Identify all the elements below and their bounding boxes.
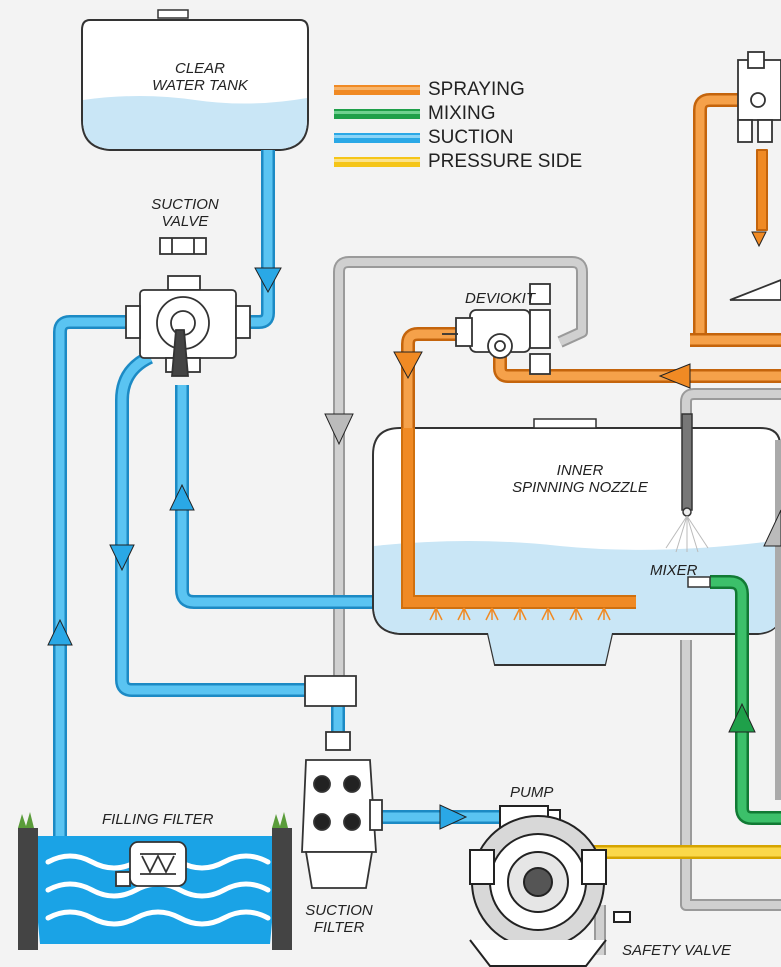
legend-label-spraying: SPRAYING [428, 79, 525, 100]
mixing-pipe [710, 575, 781, 825]
clear-water-tank-label: CLEAR WATER TANK [150, 60, 250, 94]
clear-water-tank [81, 9, 309, 151]
legend-label-suction: SUCTION [428, 127, 514, 148]
arrow-down-icon [324, 413, 354, 446]
return-pipes [333, 256, 781, 955]
arrow-up-icon [763, 509, 781, 547]
pump-label: PUMP [510, 784, 554, 801]
inner-spinning-nozzle [665, 413, 709, 553]
filling-pond [18, 812, 292, 950]
main-tank [372, 418, 781, 666]
legend-label-mixing: MIXING [428, 103, 496, 124]
clear-water-tank-label-line1: CLEAR [174, 60, 226, 77]
arrow-right-icon [439, 804, 468, 830]
legend-swatch-spraying [334, 85, 420, 95]
arrow-down-icon [109, 544, 135, 572]
inner-spinning-nozzle-label-line2: SPINNING NOZZLE [512, 479, 648, 496]
suction-valve [125, 237, 251, 377]
suction-filter [301, 675, 383, 889]
inner-spinning-nozzle-label: INNER SPINNING NOZZLE [500, 462, 660, 496]
arrow-up-icon [47, 618, 73, 646]
suction-filter-label-line1: SUCTION [305, 902, 373, 919]
suction-filter-label-line2: FILTER [313, 919, 365, 936]
suction-filter-label: SUCTION FILTER [296, 902, 382, 936]
flow-arrows [47, 231, 781, 830]
boom-spray-jets [429, 607, 611, 621]
mixer-nozzle [687, 576, 711, 588]
inner-spinning-nozzle-label-line1: INNER [556, 462, 604, 479]
filling-filter [115, 841, 187, 887]
legend-swatch-suction [334, 133, 420, 143]
filling-filter-label: FILLING FILTER [102, 811, 214, 828]
legend-label-pressure-side: PRESSURE SIDE [428, 151, 583, 172]
arrow-down-icon [751, 231, 767, 248]
legend-swatch-pressure [334, 157, 420, 167]
suction-valve-label: SUCTION VALVE [135, 196, 235, 230]
legend [334, 85, 420, 167]
arrow-up-icon [728, 702, 756, 733]
arrow-up-icon [169, 483, 195, 511]
arrow-left-icon [658, 363, 691, 389]
deviokit-label: DEVIOKIT [465, 290, 536, 307]
deviokit-valve [442, 283, 551, 375]
legend-swatch-mixing [334, 109, 420, 119]
arrow-down-icon [393, 351, 423, 380]
arrow-down-icon [254, 267, 282, 294]
clear-water-tank-label-line2: WATER TANK [152, 77, 248, 94]
spraying-pipes [401, 93, 781, 609]
suction-valve-label-line2: VALVE [161, 213, 209, 230]
pump [469, 805, 631, 967]
safety-valve-label: SAFETY VALVE [622, 942, 731, 959]
suction-valve-label-line1: SUCTION [151, 196, 219, 213]
distribution-valve [729, 51, 781, 301]
mixer-label: MIXER [650, 562, 698, 579]
